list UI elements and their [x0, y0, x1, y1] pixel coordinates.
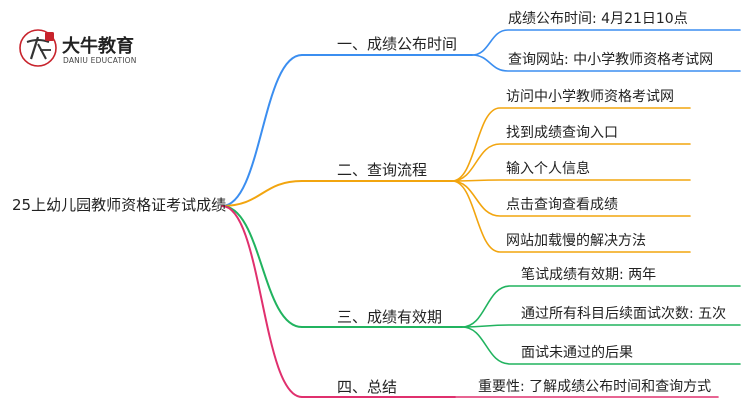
branch-3-connector: [221, 205, 303, 328]
branch-1-leaf-1: 成绩公布时间: 4月21日10点: [508, 11, 688, 27]
branch-3-leaf-3-line: [461, 326, 741, 365]
branch-2-leaf-3-line: [451, 179, 691, 182]
branch-1-label: 一、成绩公布时间: [337, 35, 458, 53]
branch-2-leaf-5-line: [451, 180, 691, 253]
branch-1-leaf-2: 查询网站: 中小学教师资格考试网: [508, 52, 714, 68]
logo-mark-icon: [19, 29, 57, 67]
branch-2-leaf-4: 点击查询查看成绩: [506, 197, 618, 213]
branch-4-leaf-1: 重要性: 了解成绩公布时间和查询方式: [478, 379, 712, 395]
branch-2-leaf-2-line: [451, 143, 691, 182]
branch-3-leaf-3: 面试未通过的后果: [521, 345, 633, 361]
branch-2-leaf-1: 访问中小学教师资格考试网: [506, 89, 674, 105]
logo-subtitle: DANIU EDUCATION: [63, 56, 137, 65]
branch-3-leaf-1-line: [461, 285, 741, 328]
logo-name: 大牛教育: [62, 36, 134, 57]
branch-1-connector: [221, 54, 303, 207]
brand-logo: 大牛教育 DANIU EDUCATION: [18, 26, 178, 70]
branch-2-leaf-4-line: [451, 180, 691, 217]
branch-2-leaf-2: 找到成绩查询入口: [506, 125, 618, 141]
branch-2-leaf-5: 网站加载慢的解决方法: [506, 233, 646, 249]
branch-2-connector: [221, 180, 303, 207]
branch-3-leaf-2-line: [461, 324, 741, 328]
branch-2-label: 二、查询流程: [337, 161, 428, 179]
branch-4-label: 四、总结: [337, 378, 398, 396]
branch-1-leaf-2-line: [471, 54, 741, 72]
branch-4-connector: [221, 205, 303, 398]
branch-1-leaf-1-line: [471, 29, 741, 56]
branch-2-leaf-3: 输入个人信息: [506, 161, 590, 177]
branch-2-leaf-1-line: [451, 107, 691, 182]
branch-3-leaf-2: 通过所有科目后续面试次数: 五次: [521, 306, 727, 322]
root-node: 25上幼儿园教师资格证考试成绩: [12, 196, 227, 214]
branch-3-label: 三、成绩有效期: [337, 308, 443, 326]
branch-3-leaf-1: 笔试成绩有效期: 两年: [521, 267, 657, 283]
